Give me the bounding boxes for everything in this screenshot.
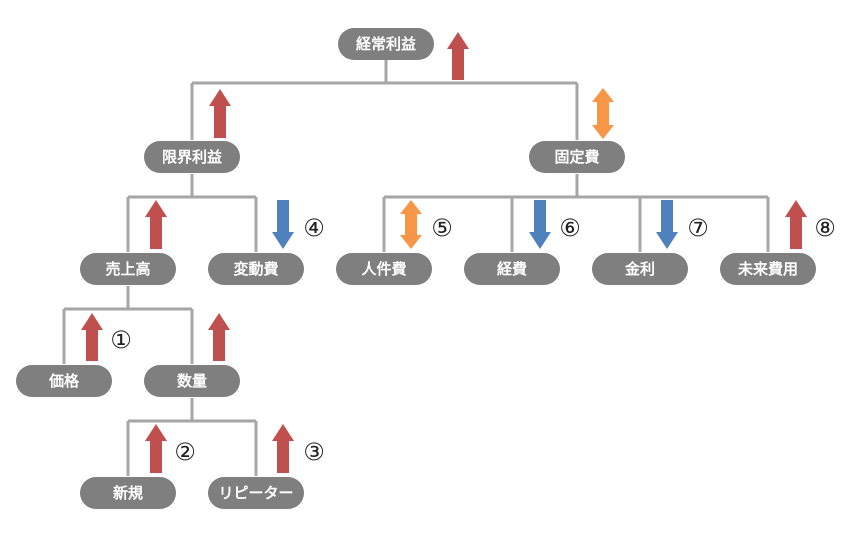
arrows	[81, 32, 807, 473]
node-hendo: 変動費	[208, 253, 304, 285]
node-kinri: 金利	[592, 253, 688, 285]
connector-lines	[62, 60, 770, 476]
arrow-shape	[447, 32, 469, 80]
node-hendo-label: 変動費	[233, 260, 278, 278]
node-keihi-label: 経費	[497, 260, 527, 278]
node-keihi: 経費	[464, 253, 560, 285]
up-arrow-icon	[272, 424, 294, 473]
up-arrow-icon	[208, 313, 230, 361]
arrow-shape	[145, 200, 167, 249]
node-repeater: リピーター	[208, 477, 304, 509]
node-jinken: 人件費	[336, 253, 432, 285]
arrow-shape	[785, 200, 807, 249]
marker-5: ⑤	[431, 214, 453, 242]
up-arrow-icon	[447, 32, 469, 80]
node-keijo-label: 経常利益	[356, 35, 416, 53]
down-arrow-icon	[529, 200, 551, 249]
connector-uriage	[62, 286, 194, 364]
up-arrow-icon	[145, 424, 167, 473]
node-mirai: 未来費用	[720, 253, 816, 285]
connector-kotei	[382, 174, 770, 252]
node-shinki-label: 新規	[113, 484, 143, 502]
up-arrow-icon	[785, 200, 807, 249]
node-keijo: 経常利益	[338, 28, 434, 60]
connector-genkai	[126, 174, 258, 252]
node-repeater-label: リピーター	[218, 484, 293, 502]
double-arrow-icon	[592, 88, 614, 139]
node-suryo-label: 数量	[177, 372, 207, 390]
connector-keijo	[190, 60, 579, 140]
node-kinri-label: 金利	[624, 260, 655, 278]
node-suryo: 数量	[144, 365, 240, 397]
arrow-shape	[592, 88, 614, 139]
up-arrow-icon	[81, 313, 103, 361]
node-uriage-label: 売上高	[105, 260, 150, 278]
arrow-shape	[272, 200, 294, 249]
up-arrow-icon	[145, 200, 167, 249]
arrow-shape	[145, 424, 167, 473]
arrow-shape	[400, 200, 422, 249]
node-shinki: 新規	[80, 477, 176, 509]
arrow-shape	[209, 89, 231, 138]
arrow-shape	[656, 200, 678, 249]
up-arrow-icon	[209, 89, 231, 138]
markers: ① ② ③ ④ ⑤ ⑥ ⑦ ⑧	[110, 214, 836, 466]
node-kakaku: 価格	[16, 365, 112, 397]
marker-3: ③	[303, 438, 325, 466]
node-kotei: 固定費	[529, 141, 625, 173]
double-arrow-icon	[400, 200, 422, 249]
marker-6: ⑥	[559, 214, 581, 242]
node-genkai: 限界利益	[144, 141, 240, 173]
node-mirai-label: 未来費用	[737, 260, 798, 278]
down-arrow-icon	[272, 200, 294, 249]
down-arrow-icon	[656, 200, 678, 249]
node-uriage: 売上高	[80, 253, 176, 285]
marker-2: ②	[174, 438, 196, 466]
arrow-shape	[81, 313, 103, 361]
connector-suryo	[126, 398, 258, 476]
node-genkai-label: 限界利益	[162, 148, 222, 166]
arrow-shape	[272, 424, 294, 473]
node-jinken-label: 人件費	[361, 260, 406, 278]
nodes: 経常利益 限界利益 固定費 売上高 変動費 人件費 経費 金利	[16, 28, 816, 509]
marker-8: ⑧	[814, 214, 836, 242]
node-kotei-label: 固定費	[554, 148, 599, 166]
node-kakaku-label: 価格	[48, 372, 80, 390]
arrow-shape	[529, 200, 551, 249]
arrow-shape	[208, 313, 230, 361]
marker-7: ⑦	[687, 214, 709, 242]
marker-1: ①	[110, 326, 132, 354]
marker-4: ④	[303, 214, 325, 242]
